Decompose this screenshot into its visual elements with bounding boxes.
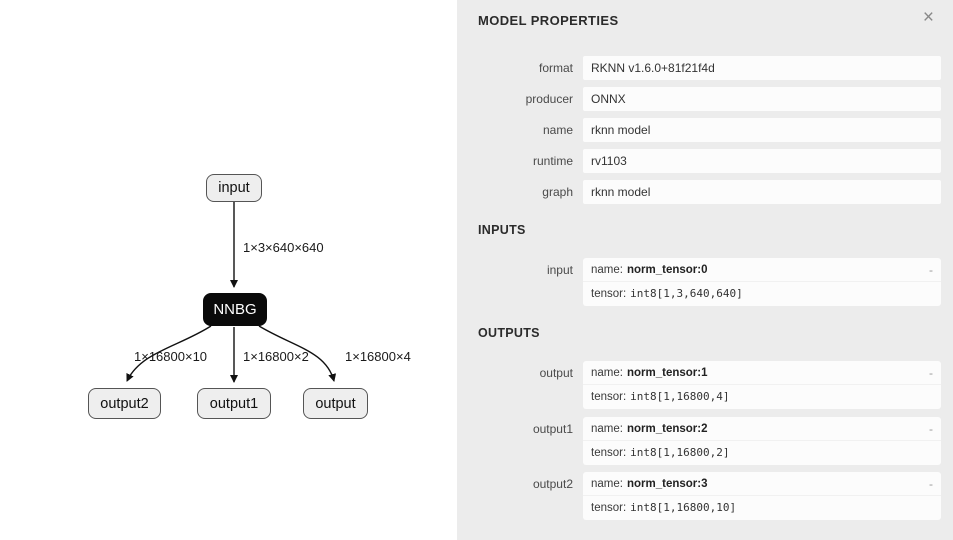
io-name-row[interactable]: name:norm_tensor:1 - bbox=[583, 361, 941, 385]
io-item-label: output1 bbox=[532, 422, 573, 436]
close-icon[interactable]: × bbox=[922, 7, 934, 28]
collapse-toggle-icon[interactable]: - bbox=[929, 422, 933, 436]
io-card-output: name:norm_tensor:1 - tensor:int8[1,16800… bbox=[583, 361, 941, 409]
output-item-output1: output1 name:norm_tensor:2 - tensor:int8… bbox=[457, 417, 953, 466]
edge-label-output-shape: 1×16800×4 bbox=[345, 349, 411, 364]
property-label: runtime bbox=[532, 154, 573, 168]
edge-label-output1-shape: 1×16800×2 bbox=[243, 349, 309, 364]
collapse-toggle-icon[interactable]: - bbox=[929, 477, 933, 491]
panel-title: MODEL PROPERTIES bbox=[478, 13, 619, 28]
io-item-label: output2 bbox=[532, 477, 573, 491]
property-row-name: name rknn model bbox=[457, 118, 953, 142]
edge-nnbg-to-output2 bbox=[126, 325, 212, 382]
output-item-output: output name:norm_tensor:1 - tensor:int8[… bbox=[457, 361, 953, 410]
edge-label-input-shape: 1×3×640×640 bbox=[243, 240, 324, 255]
io-card-input: name:norm_tensor:0 - tensor:int8[1,3,640… bbox=[583, 258, 941, 306]
property-value-graph[interactable]: rknn model bbox=[583, 180, 941, 204]
io-name-value: norm_tensor:2 bbox=[626, 423, 708, 435]
io-tensor-value: int8[1,16800,4] bbox=[630, 390, 730, 403]
io-tensor-key: tensor: bbox=[591, 502, 627, 514]
graph-edges bbox=[126, 202, 337, 383]
io-tensor-key: tensor: bbox=[591, 447, 627, 459]
property-value-format[interactable]: RKNN v1.6.0+81f21f4d bbox=[583, 56, 941, 80]
io-tensor-value: int8[1,3,640,640] bbox=[630, 287, 743, 300]
io-tensor-row: tensor:int8[1,3,640,640] bbox=[583, 282, 941, 306]
inputs-section-title: INPUTS bbox=[478, 223, 526, 237]
io-card-output2: name:norm_tensor:3 - tensor:int8[1,16800… bbox=[583, 472, 941, 520]
outputs-section-title: OUTPUTS bbox=[478, 326, 540, 340]
collapse-toggle-icon[interactable]: - bbox=[929, 366, 933, 380]
io-name-key: name: bbox=[591, 264, 623, 276]
model-graph-canvas[interactable]: input NNBG output2 output1 output 1×3×64… bbox=[0, 0, 457, 540]
input-item-input: input name:norm_tensor:0 - tensor:int8[1… bbox=[457, 258, 953, 307]
property-label: format bbox=[538, 61, 573, 75]
io-name-value: norm_tensor:0 bbox=[626, 264, 708, 276]
io-tensor-row: tensor:int8[1,16800,2] bbox=[583, 441, 941, 465]
edge-label-output2-shape: 1×16800×10 bbox=[134, 349, 208, 364]
io-name-row[interactable]: name:norm_tensor:3 - bbox=[583, 472, 941, 496]
graph-node-output[interactable]: output bbox=[303, 388, 368, 419]
graph-node-input[interactable]: input bbox=[206, 174, 262, 202]
property-label: producer bbox=[525, 92, 573, 106]
property-row-producer: producer ONNX bbox=[457, 87, 953, 111]
io-tensor-value: int8[1,16800,2] bbox=[630, 446, 730, 459]
io-name-key: name: bbox=[591, 478, 623, 490]
io-tensor-key: tensor: bbox=[591, 288, 627, 300]
output-item-output2: output2 name:norm_tensor:3 - tensor:int8… bbox=[457, 472, 953, 521]
property-row-graph: graph rknn model bbox=[457, 180, 953, 204]
io-name-row[interactable]: name:norm_tensor:2 - bbox=[583, 417, 941, 441]
property-label: graph bbox=[542, 185, 573, 199]
graph-node-output1[interactable]: output1 bbox=[197, 388, 271, 419]
property-value-runtime[interactable]: rv1103 bbox=[583, 149, 941, 173]
io-name-key: name: bbox=[591, 367, 623, 379]
model-properties-panel: MODEL PROPERTIES × format RKNN v1.6.0+81… bbox=[457, 0, 953, 540]
io-tensor-row: tensor:int8[1,16800,10] bbox=[583, 496, 941, 520]
property-value-producer[interactable]: ONNX bbox=[583, 87, 941, 111]
io-item-label: input bbox=[546, 263, 573, 277]
io-tensor-value: int8[1,16800,10] bbox=[630, 501, 737, 514]
graph-node-nnbg[interactable]: NNBG bbox=[203, 293, 267, 326]
io-name-key: name: bbox=[591, 423, 623, 435]
io-name-value: norm_tensor:1 bbox=[626, 367, 708, 379]
graph-node-output2[interactable]: output2 bbox=[88, 388, 161, 419]
property-value-name[interactable]: rknn model bbox=[583, 118, 941, 142]
collapse-toggle-icon[interactable]: - bbox=[929, 263, 933, 277]
io-card-output1: name:norm_tensor:2 - tensor:int8[1,16800… bbox=[583, 417, 941, 465]
property-row-format: format RKNN v1.6.0+81f21f4d bbox=[457, 56, 953, 80]
edge-nnbg-to-output bbox=[258, 325, 337, 382]
property-row-runtime: runtime rv1103 bbox=[457, 149, 953, 173]
io-item-label: output bbox=[539, 366, 573, 380]
io-name-row[interactable]: name:norm_tensor:0 - bbox=[583, 258, 941, 282]
property-label: name bbox=[542, 123, 573, 137]
io-name-value: norm_tensor:3 bbox=[626, 478, 708, 490]
io-tensor-key: tensor: bbox=[591, 391, 627, 403]
io-tensor-row: tensor:int8[1,16800,4] bbox=[583, 385, 941, 409]
